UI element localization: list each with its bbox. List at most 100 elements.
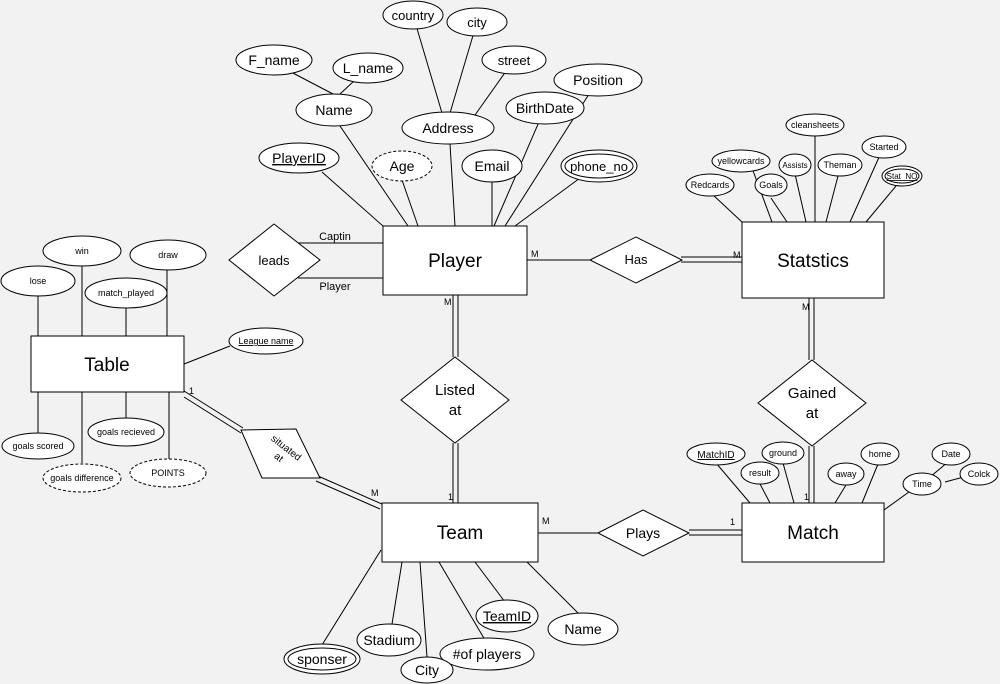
line-age-player [401,179,419,227]
line-redcards [711,193,743,223]
attribute-team-id-label: TeamID [483,608,531,624]
attribute-name[interactable]: Name [295,93,373,127]
attribute-time-label: Time [912,479,932,489]
attribute-ground-label: ground [769,448,797,458]
line-leaguename [183,345,231,365]
attribute-country-label: country [392,8,435,23]
line-phone-player [514,177,581,227]
attribute-phone-no-label: phone_no [570,159,628,174]
line-country-address [412,14,443,114]
attribute-city[interactable]: city [446,7,508,37]
attribute-match-played[interactable]: match_played [84,277,168,309]
line-city [419,561,428,658]
attribute-assists[interactable]: Assists [778,153,812,177]
line-statno [865,185,897,223]
attribute-team-name[interactable]: Name [547,612,619,646]
relationship-plays[interactable]: Plays [596,509,691,557]
attribute-result[interactable]: result [740,461,780,485]
line-away [834,484,847,504]
cardinality-has-statistics: M [733,250,741,260]
attribute-team-name-label: Name [564,621,602,637]
attribute-yellowcards[interactable]: yellowcards [711,149,771,173]
attribute-win-label: win [74,246,89,256]
attribute-sponser[interactable]: sponser [283,643,361,675]
attribute-lose-label: lose [30,276,47,286]
attribute-goals-recieved-label: goals recieved [97,427,155,437]
attribute-theman[interactable]: Theman [817,153,863,177]
attribute-player-id[interactable]: PlayerID [258,142,340,174]
line-home [861,463,879,504]
attribute-started[interactable]: Started [861,135,907,159]
attribute-of-players[interactable]: #of players [439,637,535,671]
attribute-l-name[interactable]: L_name [332,52,404,84]
attribute-name-label: Name [315,102,353,118]
attribute-league-name[interactable]: League name [228,327,304,355]
attribute-birthdate[interactable]: BirthDate [505,91,585,125]
attribute-cleansheets[interactable]: cleansheets [785,113,845,137]
attribute-lose[interactable]: lose [0,265,76,297]
relationship-leads[interactable]: leads [228,223,321,297]
attribute-goals[interactable]: Goals [754,173,788,197]
line-name-player [339,125,409,227]
entity-match-label: Match [787,523,839,544]
attribute-f-name[interactable]: F_name [235,44,313,76]
line-ground [782,462,795,504]
attribute-clock-label: Colck [968,469,991,479]
attribute-points[interactable]: POINTS [129,458,207,488]
attribute-match-id-label: MatchID [697,450,734,461]
relationship-listed-at[interactable]: Listed at [400,356,510,444]
attribute-sponser-label: sponser [297,651,347,667]
relationship-gained-at[interactable]: Gained at [757,359,867,447]
attribute-phone-no[interactable]: phone_no [560,149,638,183]
attribute-ground[interactable]: ground [761,441,805,465]
attribute-redcards[interactable]: Redcards [685,173,735,197]
attribute-away[interactable]: away [827,462,865,486]
attribute-away-label: away [835,469,857,479]
attribute-address[interactable]: Address [401,111,495,145]
attribute-stat-no[interactable]: Stat_NO [881,165,923,187]
attribute-goals-scored[interactable]: goals scored [1,432,75,460]
line-sponser [321,549,382,646]
attribute-age[interactable]: Age [371,150,433,182]
entity-statistics[interactable]: Statstics [741,221,885,299]
attribute-address-label: Address [422,120,473,136]
attribute-home[interactable]: home [860,442,900,466]
attribute-position[interactable]: Position [553,63,643,97]
entity-team[interactable]: Team [381,502,539,563]
line-yellowcards [751,167,773,223]
attribute-result-label: result [749,468,772,478]
relationship-plays-label: Plays [626,525,660,541]
attribute-of-players-label: #of players [453,646,521,662]
attribute-goals-recieved[interactable]: goals recieved [87,417,165,447]
attribute-win[interactable]: win [42,235,122,267]
attribute-position-label: Position [573,72,623,88]
line-stadium [391,561,403,625]
line-teamname [526,561,581,616]
line-table-situated-a [183,390,244,429]
attribute-match-id[interactable]: MatchID [686,442,746,466]
line-theman [825,175,839,223]
attribute-clock[interactable]: Colck [959,462,999,486]
entity-player[interactable]: Player [382,225,528,296]
attribute-email[interactable]: Email [461,149,523,183]
attribute-time[interactable]: Time [902,472,942,496]
attribute-street[interactable]: street [481,45,547,75]
attribute-draw[interactable]: draw [129,239,207,271]
cardinality-statistics-gained: M [802,302,810,312]
attribute-match-played-label: match_played [98,288,154,298]
entity-match[interactable]: Match [741,502,885,563]
relationship-has[interactable]: Has [588,236,684,284]
attribute-team-id[interactable]: TeamID [475,599,539,633]
attribute-team-city[interactable]: City [400,656,454,684]
entity-table[interactable]: Table [30,335,185,393]
line-goals [770,197,788,223]
attribute-date[interactable]: Date [931,442,971,466]
attribute-assists-label: Assists [782,161,807,170]
cardinality-player-listed: M [444,297,452,307]
attribute-goals-label: Goals [759,180,783,190]
attribute-stadium[interactable]: Stadium [356,623,422,657]
attribute-country[interactable]: country [382,0,444,30]
relationship-situated-at[interactable]: situated at [240,428,321,479]
attribute-stat-no-label: Stat_NO [887,172,918,181]
attribute-goals-difference[interactable]: goals difference [42,463,122,493]
